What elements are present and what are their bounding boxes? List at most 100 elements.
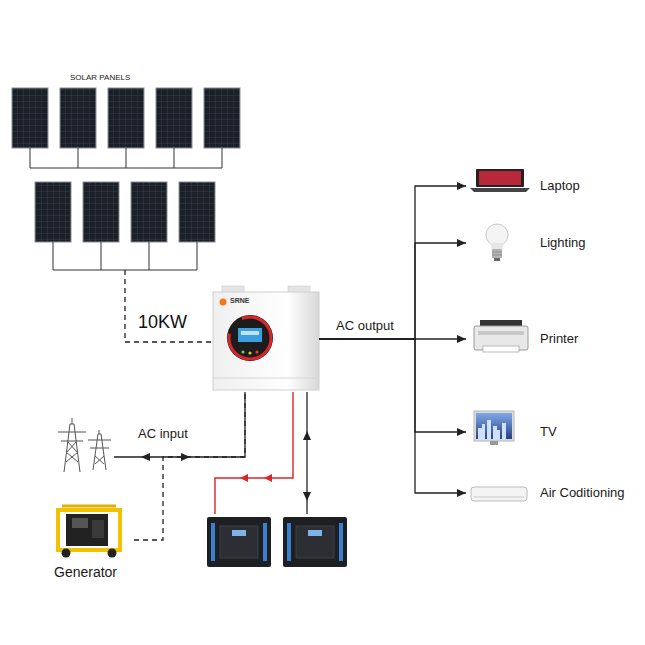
battery-pack xyxy=(211,523,215,561)
solar-panel xyxy=(60,88,96,148)
battery-pack xyxy=(296,526,334,558)
solar-panel xyxy=(35,182,71,242)
node-label: SRNE xyxy=(230,297,249,305)
light-bulb-icon xyxy=(492,249,502,258)
laptop-icon xyxy=(470,188,530,192)
arrowhead xyxy=(457,489,466,497)
solar-panel xyxy=(156,88,192,148)
printer-icon xyxy=(474,320,528,352)
connector xyxy=(319,339,466,497)
power-grid-tower xyxy=(58,418,111,472)
panel-wire xyxy=(30,148,222,270)
generator-picture xyxy=(108,549,117,558)
wire-label: AC output xyxy=(336,318,394,334)
printer-icon xyxy=(483,346,519,352)
solar-panel xyxy=(108,88,144,148)
generator-picture xyxy=(66,514,108,546)
tv-icon xyxy=(476,413,512,439)
generator-unit: Generator xyxy=(48,498,134,584)
printer-icon xyxy=(478,331,524,335)
connector-line xyxy=(319,339,466,432)
inverter-body xyxy=(238,328,262,342)
battery-pack xyxy=(283,517,347,567)
solar-panel xyxy=(83,182,119,242)
arrowhead xyxy=(457,335,466,343)
air-conditioner-icon xyxy=(474,497,524,498)
arrowhead xyxy=(457,182,466,190)
light-bulb-icon xyxy=(490,243,504,249)
inverter-body xyxy=(220,299,227,306)
generator-picture xyxy=(58,510,120,550)
flow-arrowhead xyxy=(303,431,311,440)
air-conditioner-icon xyxy=(471,487,527,501)
generator-picture xyxy=(58,506,120,558)
connector-line xyxy=(319,339,466,493)
laptop-icon xyxy=(479,171,521,185)
inverter-body xyxy=(241,350,244,353)
connector xyxy=(134,392,245,540)
load-item: Laptop xyxy=(466,164,584,208)
connector xyxy=(125,270,213,342)
inverter-body xyxy=(229,317,271,359)
node-label: SOLAR PANELS xyxy=(70,73,130,83)
battery-pack xyxy=(339,523,343,561)
flow-arrowhead xyxy=(264,474,272,482)
load-item: Lighting xyxy=(466,221,590,265)
arrowhead xyxy=(457,239,466,247)
battery-pack xyxy=(232,530,246,536)
flow-arrowhead xyxy=(303,492,311,501)
node-label: Laptop xyxy=(540,178,580,194)
node-label: Printer xyxy=(540,331,578,347)
solar-panel xyxy=(179,182,215,242)
load-item: TV xyxy=(466,410,561,454)
connector-line xyxy=(125,270,213,342)
inverter-body xyxy=(255,350,258,353)
solar-panel xyxy=(12,88,48,148)
laptop-icon xyxy=(470,169,530,192)
light-bulb-icon xyxy=(486,224,508,246)
edge-label: 10KW xyxy=(136,312,189,334)
battery-pack xyxy=(220,526,258,558)
connector xyxy=(319,182,466,339)
battery-pack xyxy=(207,517,271,567)
battery-wire-positive xyxy=(215,392,293,514)
inverter-body xyxy=(213,286,319,390)
load-item: Air Coditioning xyxy=(466,471,629,515)
connector xyxy=(319,239,466,339)
light-bulb-icon xyxy=(492,252,502,255)
inverter-body xyxy=(227,315,273,361)
solar-panel xyxy=(204,88,240,148)
inverter-unit: SRNE xyxy=(213,288,319,392)
solar-panel xyxy=(131,182,167,242)
battery-pack xyxy=(287,523,291,561)
battery-pack xyxy=(263,523,267,561)
power-grid-tower xyxy=(88,430,111,470)
inverter-body xyxy=(213,292,319,390)
load-item: Printer xyxy=(466,317,582,361)
connector-line xyxy=(319,243,466,339)
inverter-body xyxy=(213,378,319,379)
tv-icon xyxy=(474,411,514,445)
generator-picture xyxy=(62,549,71,558)
connector-line xyxy=(319,186,466,339)
connector-line xyxy=(134,392,245,540)
tv-icon xyxy=(474,411,514,441)
node-label: Air Coditioning xyxy=(540,485,625,501)
air-conditioner-icon xyxy=(471,487,527,501)
light-bulb-icon xyxy=(494,258,500,261)
tv-icon xyxy=(478,420,506,439)
connector xyxy=(319,339,466,436)
arrowhead xyxy=(457,428,466,436)
node-label: TV xyxy=(540,424,557,440)
light-bulb-icon xyxy=(486,224,508,261)
flow-arrowhead xyxy=(141,453,150,461)
wire-label: AC input xyxy=(138,426,188,442)
solar-array: SOLAR PANELS xyxy=(8,70,248,270)
generator-picture xyxy=(62,505,116,508)
generator-picture xyxy=(92,520,104,538)
power-grid-tower xyxy=(58,418,86,472)
inverter-body xyxy=(241,331,259,335)
